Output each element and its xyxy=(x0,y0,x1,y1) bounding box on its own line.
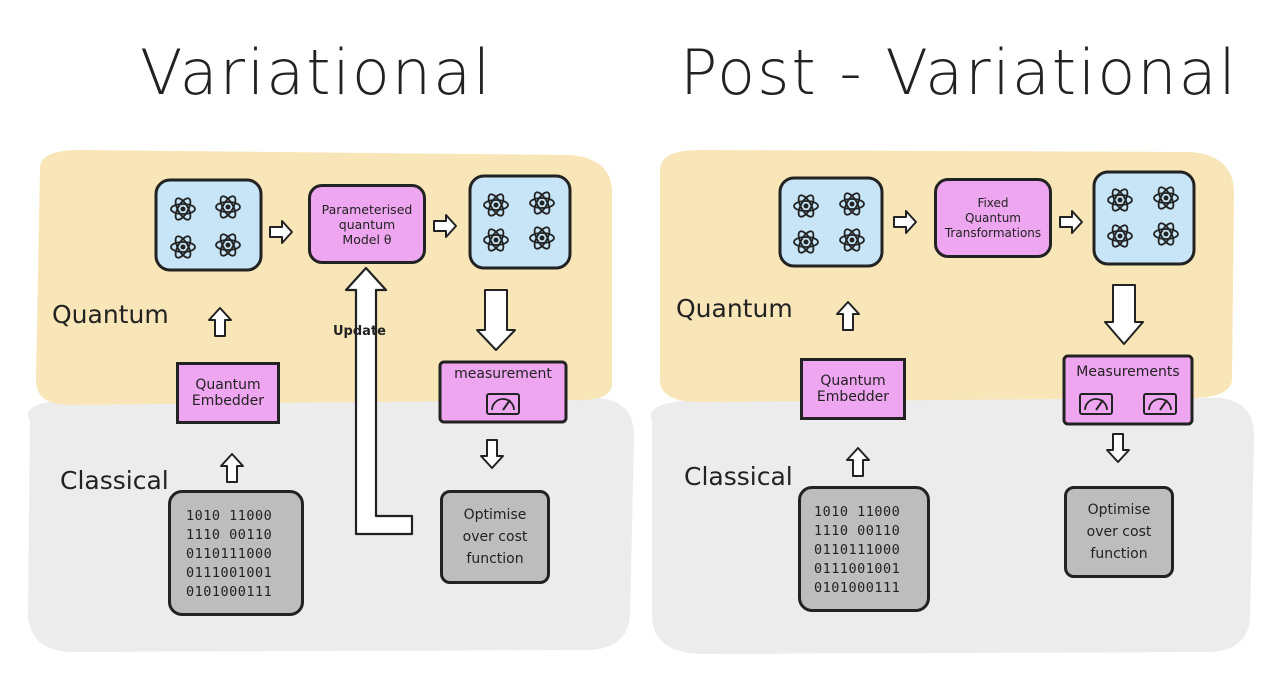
right-measurements-label: Measurements xyxy=(1076,364,1180,380)
right-title: Post - Variational xyxy=(680,36,1238,109)
right-optimise-box: Optimise over cost function xyxy=(1064,486,1174,578)
left-classical-label: Classical xyxy=(60,466,169,495)
gauge-icon xyxy=(1079,393,1113,415)
right-quantum-label: Quantum xyxy=(676,294,793,323)
left-title: Variational xyxy=(140,36,493,109)
left-parameterised-model: Parameterised quantum Model θ xyxy=(308,184,426,264)
right-fixed-transformations: Fixed Quantum Transformations xyxy=(934,178,1052,258)
right-classical-data xyxy=(798,486,930,612)
right-classical-label: Classical xyxy=(684,462,793,491)
right-quantum-embedder: Quantum Embedder xyxy=(800,358,906,420)
left-quantum-embedder: Quantum Embedder xyxy=(176,362,280,424)
gauge-icon xyxy=(486,393,520,415)
gauge-icon xyxy=(1143,393,1177,415)
left-optimise-box: Optimise over cost function xyxy=(440,490,550,584)
left-measurement-label: measurement xyxy=(454,366,552,382)
update-label: Update xyxy=(333,324,386,339)
left-classical-data xyxy=(168,490,304,616)
left-quantum-label: Quantum xyxy=(52,300,169,329)
